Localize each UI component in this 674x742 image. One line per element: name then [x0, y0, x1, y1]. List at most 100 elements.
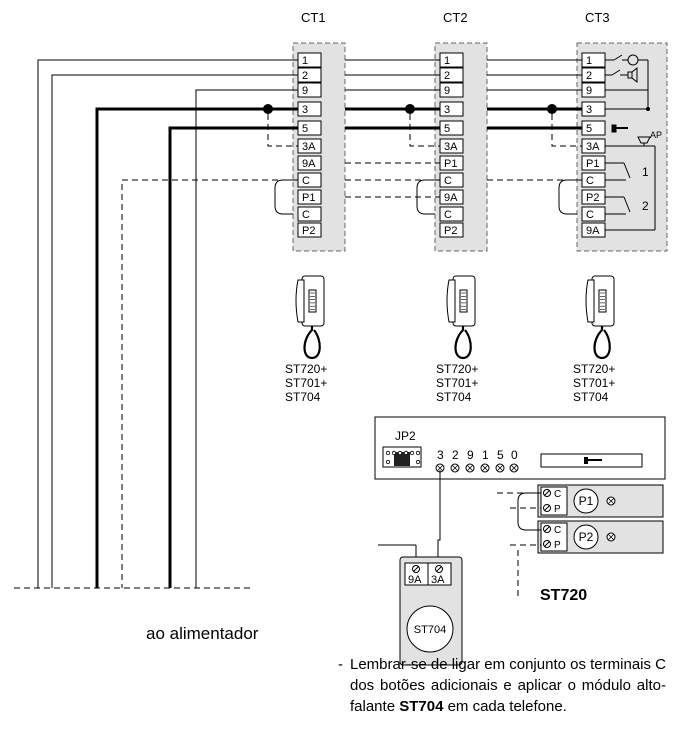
- ct3-internals: [605, 54, 656, 231]
- svg-text:ST720+: ST720+: [573, 362, 615, 376]
- speaker-terminal-3a: 3A: [431, 574, 445, 586]
- ct3-terminal-label: 3: [586, 104, 592, 116]
- ct1-model-label: ST720+ ST701+ ST704: [285, 362, 327, 404]
- installation-note: - Lembrar-se de ligar em conjunto os ter…: [338, 654, 666, 717]
- ct1-terminal-label: 3A: [302, 141, 316, 153]
- ct2-terminal-label: 2: [444, 70, 450, 82]
- supply-caption: ao alimentador: [146, 624, 259, 643]
- ct1-terminal-box: [297, 222, 322, 238]
- module-terminal-label: 3: [437, 448, 444, 462]
- jp2-label: JP2: [395, 429, 416, 443]
- ct3-terminal-label: 1: [586, 55, 592, 67]
- module-terminal-label: 1: [482, 448, 489, 462]
- ct1-terminal-box: [297, 189, 322, 205]
- ct1-terminal-label: C: [302, 175, 310, 187]
- ct1-terminal-box: [297, 206, 322, 222]
- ct1-terminal-label: P1: [302, 192, 315, 204]
- contact-1-label: 1: [642, 165, 649, 179]
- ct2-model-label: ST720+ ST701+ ST704: [436, 362, 478, 404]
- ct2-terminal-box: [439, 206, 464, 222]
- ct3-title: CT3: [585, 10, 610, 25]
- ct2-terminal-label: 3A: [444, 141, 458, 153]
- ct3-terminal-label: 9: [586, 85, 592, 97]
- ct3-terminal-label: 5: [586, 123, 592, 135]
- module-key-slot: [540, 453, 643, 468]
- svg-text:ST720+: ST720+: [285, 362, 327, 376]
- dashed-wires: [14, 114, 582, 589]
- ct1-title: CT1: [301, 10, 326, 25]
- ct1-terminal-box: [297, 155, 322, 171]
- ct2-terminal-label: 1: [444, 55, 450, 67]
- ct3-terminal-label: C: [586, 209, 594, 221]
- ct2-terminal-label: C: [444, 209, 452, 221]
- handset-icon: [446, 275, 476, 360]
- button-wires: [497, 492, 541, 600]
- jumper-jp2: [382, 446, 422, 468]
- st704-speaker-module: 9A 3A ST704: [399, 556, 463, 666]
- ct2-terminal-label: P2: [444, 225, 457, 237]
- svg-text:ST701+: ST701+: [285, 376, 327, 390]
- ct1-terminal-label: 9A: [302, 158, 316, 170]
- ct3-terminal-label: P2: [586, 192, 599, 204]
- ct1-terminal-label: 1: [302, 55, 308, 67]
- ct3-terminal-label: C: [586, 175, 594, 187]
- speaker-cone: [406, 605, 454, 653]
- ct1-terminal-label: P2: [302, 225, 315, 237]
- ct2-terminal-label: 3: [444, 104, 450, 116]
- handsets: [295, 275, 615, 360]
- ct2-terminal-label: 9A: [444, 192, 458, 204]
- ct2-terminal-label: P1: [444, 158, 457, 170]
- ct2-terminal-label: C: [444, 175, 452, 187]
- handset-icon: [295, 275, 325, 360]
- ct2-title: CT2: [443, 10, 468, 25]
- ct3-terminal-label: 9A: [586, 225, 600, 237]
- module-board: [374, 416, 666, 480]
- speaker-terminal-9a: 9A: [408, 574, 422, 586]
- button-terminal-p: P: [554, 504, 561, 515]
- junction-dot: [547, 104, 557, 114]
- note-text: Lembrar-se de ligar em conjunto os termi…: [350, 656, 666, 715]
- ct2-terminal-label: 5: [444, 123, 450, 135]
- module-terminal-label: 5: [497, 448, 504, 462]
- junction-dot: [263, 104, 273, 114]
- c-terminal-links: [274, 179, 577, 215]
- module-terminal-label: 0: [511, 448, 518, 462]
- contact-2-label: 2: [642, 199, 649, 213]
- svg-text:ST704: ST704: [573, 390, 609, 404]
- module-to-speaker-wire: [437, 470, 441, 560]
- ap-label: AP: [650, 130, 662, 140]
- svg-text:ST701+: ST701+: [573, 376, 615, 390]
- ct1-terminal-label: 3: [302, 104, 308, 116]
- ct1-terminal-label: 5: [302, 123, 308, 135]
- button-terminal-c: C: [554, 525, 561, 536]
- note-bullet: -: [338, 656, 343, 673]
- ct3-terminal-label: P1: [586, 158, 599, 170]
- ct3-model-label: ST720+ ST701+ ST704: [573, 362, 615, 404]
- speaker-name: ST704: [414, 624, 446, 636]
- svg-text:ST704: ST704: [285, 390, 321, 404]
- ct3-terminal-label: 3A: [586, 141, 600, 153]
- ct1-terminal-label: C: [302, 209, 310, 221]
- st720-label: ST720: [540, 587, 587, 604]
- ct3-terminal-label: 2: [586, 70, 592, 82]
- push-button: [573, 524, 599, 550]
- ct2-terminal-box: [439, 222, 464, 238]
- ct2-terminal-label: 9: [444, 85, 450, 97]
- ct1-terminal-label: 9: [302, 85, 308, 97]
- module-terminal-label: 2: [452, 448, 459, 462]
- ct1-terminal-label: 2: [302, 70, 308, 82]
- module-terminal-label: 9: [467, 448, 474, 462]
- svg-text:ST701+: ST701+: [436, 376, 478, 390]
- svg-text:ST704: ST704: [436, 390, 472, 404]
- button-terminal-c: C: [554, 489, 561, 500]
- svg-text:ST720+: ST720+: [436, 362, 478, 376]
- handset-icon: [585, 275, 615, 360]
- ct2-terminal-strip: 1 2 9 3 5 3A P1C 9A C P2: [439, 52, 464, 238]
